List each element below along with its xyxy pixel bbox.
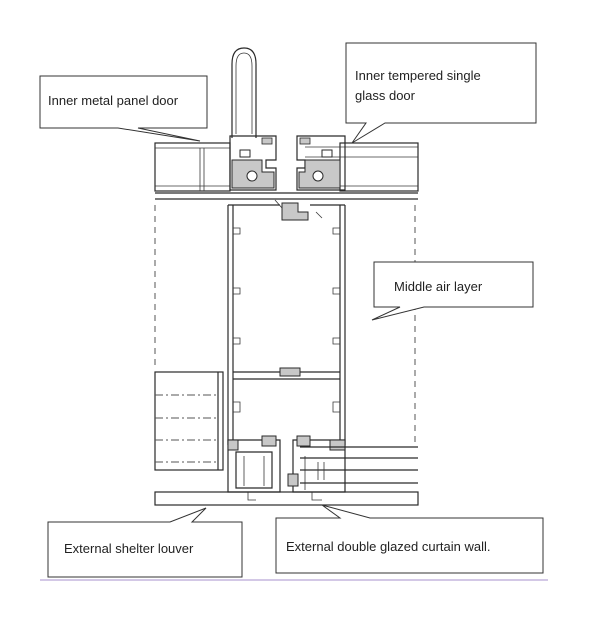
callout-external-shelter-louver: External shelter louver <box>47 507 243 578</box>
callout-external-double-glazed-wall: External double glazed curtain wall. <box>275 504 544 574</box>
callout-label-inner-tempered-glass-door-line1: Inner tempered single <box>355 68 481 83</box>
callout-inner-metal-panel-door: Inner metal panel door <box>39 75 208 142</box>
callout-label-inner-metal-panel-door: Inner metal panel door <box>48 93 179 108</box>
right-hinge-profile <box>296 135 346 191</box>
door-handle <box>231 47 257 138</box>
shelter-louver-drawing <box>154 371 224 471</box>
callout-inner-tempered-glass-door: Inner tempered single glass door <box>345 42 537 144</box>
double-glazed-wall-drawing <box>300 446 418 484</box>
callout-label-external-double-glazed-wall: External double glazed curtain wall. <box>286 539 491 554</box>
inner-metal-panel-door-drawing <box>154 142 231 192</box>
bottom-right-profile <box>287 435 346 501</box>
central-mullion <box>227 199 346 445</box>
callout-label-middle-air-layer: Middle air layer <box>394 279 483 294</box>
callout-label-inner-tempered-glass-door-line2: glass door <box>355 88 416 103</box>
left-hinge-profile <box>229 135 277 191</box>
bottom-left-profile <box>227 435 281 501</box>
base-plate <box>154 491 419 506</box>
callout-label-external-shelter-louver: External shelter louver <box>64 541 194 556</box>
callout-middle-air-layer: Middle air layer <box>371 261 534 321</box>
